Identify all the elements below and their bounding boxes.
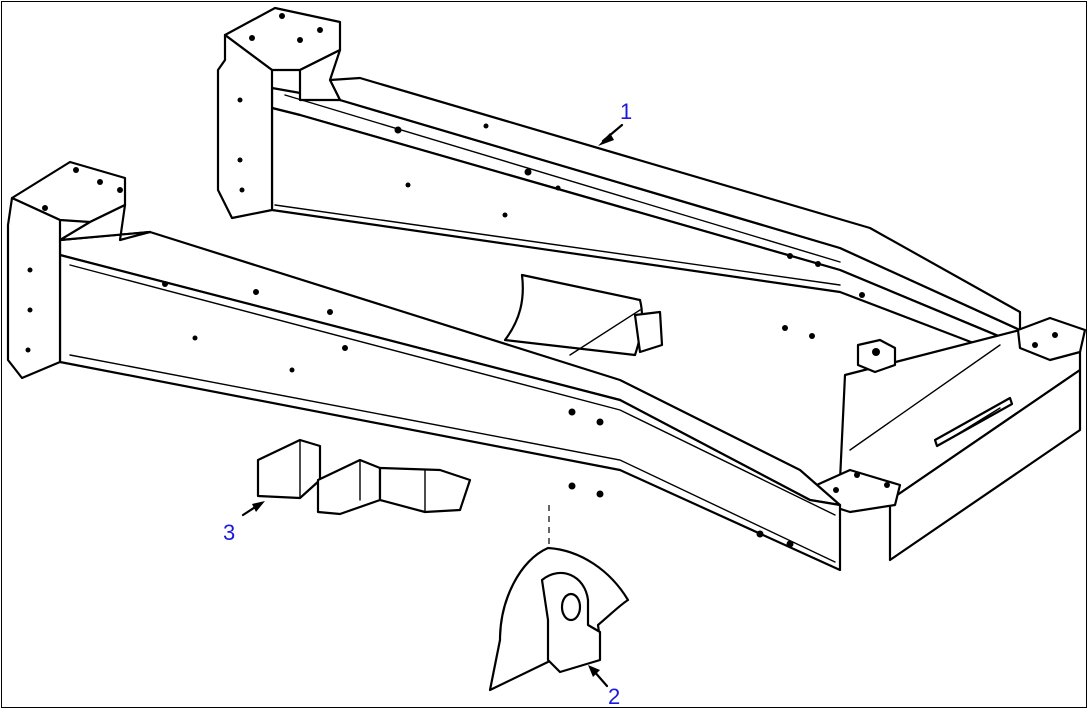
exploded-mount-plate (488, 505, 630, 692)
center-cross-member (503, 273, 664, 357)
callout-arrows (241, 123, 624, 688)
lower-mount-brackets (256, 438, 472, 516)
callout-1-label: 1 (620, 99, 633, 124)
callout-2-label: 2 (608, 684, 621, 709)
near-side-rail (6, 160, 842, 572)
rear-cross-member (808, 316, 1087, 562)
far-side-rail (216, 6, 1022, 362)
callout-3-label: 3 (223, 520, 236, 545)
